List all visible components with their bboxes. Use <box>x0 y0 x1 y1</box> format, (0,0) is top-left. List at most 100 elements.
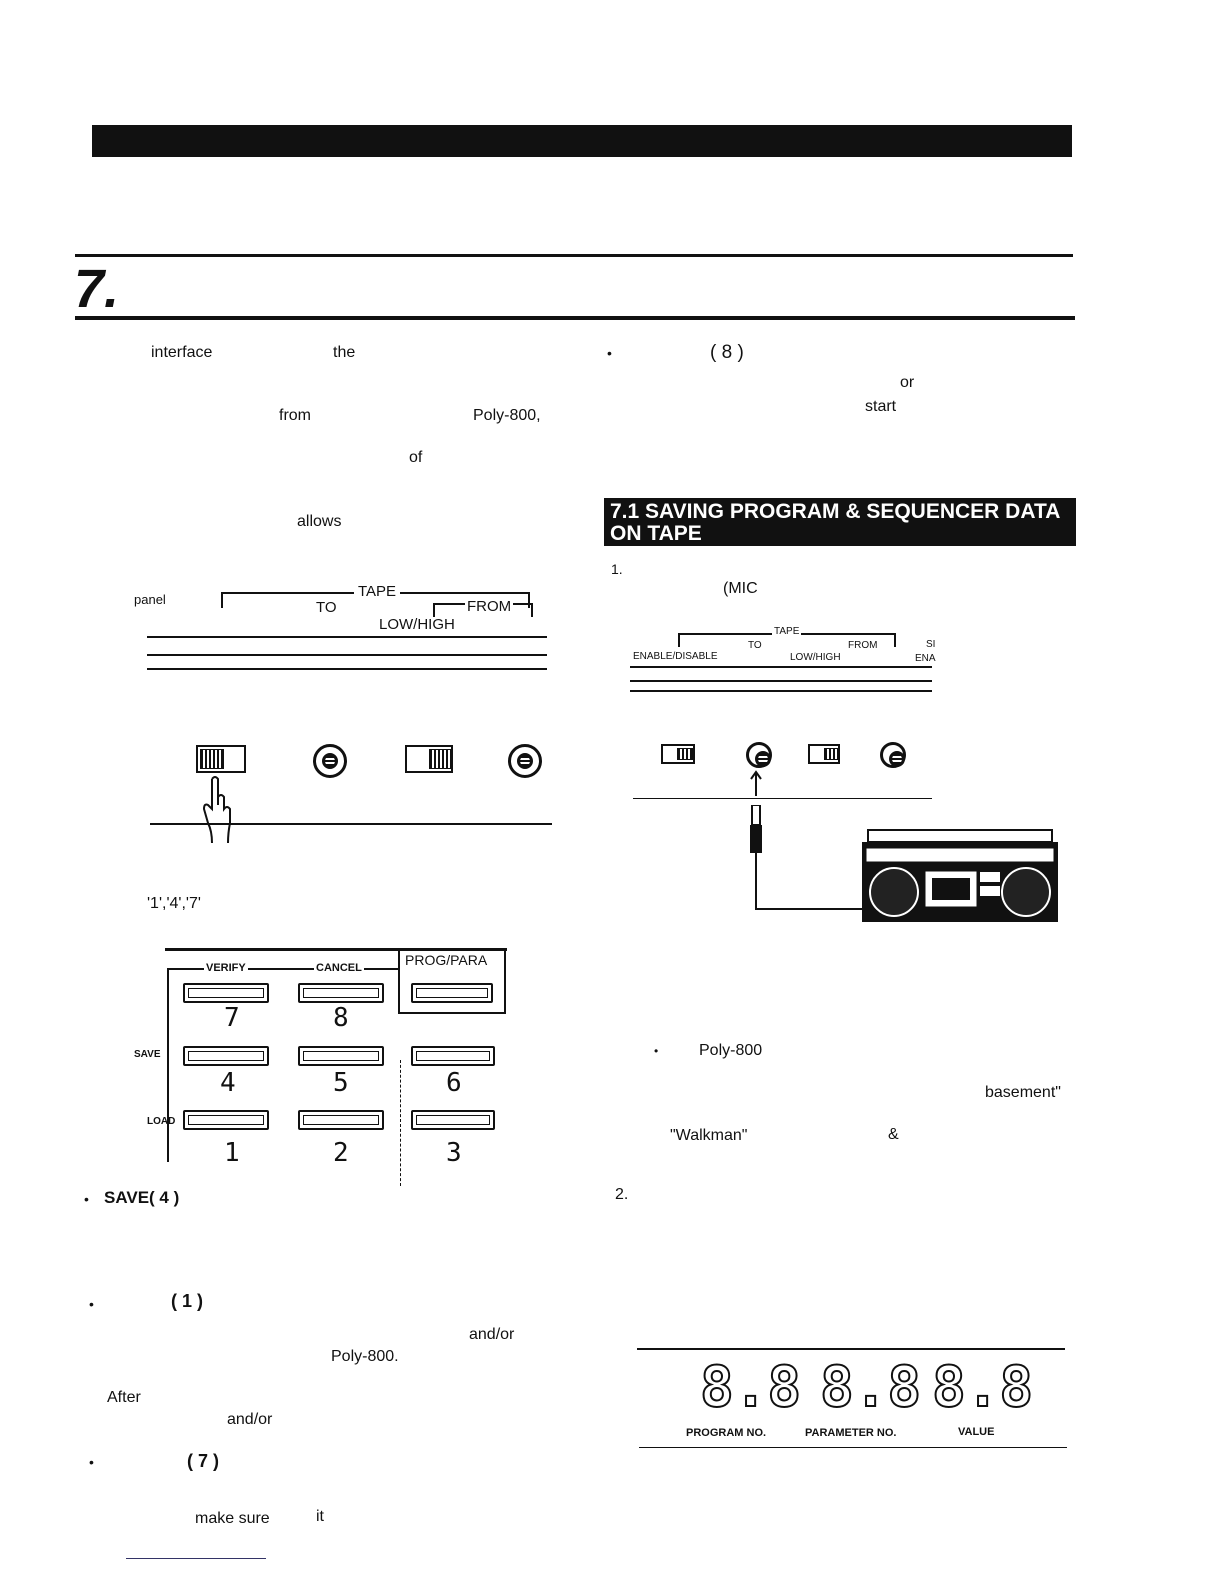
frag-it: it <box>316 1508 324 1525</box>
tape-enable-switch[interactable] <box>196 745 246 773</box>
panel-rule-3 <box>147 668 547 670</box>
verify-item: ( 7 ) <box>187 1451 220 1471</box>
save-bracket <box>167 980 169 1162</box>
ena-label: ENA <box>915 653 936 664</box>
enable-label: ENABLE/DISABLE <box>633 651 718 662</box>
section-rule-bottom <box>75 316 1075 320</box>
frag-poly-right: Poly-800 <box>699 1042 763 1059</box>
prog-para-box <box>398 948 506 1014</box>
from-label: FROM <box>465 598 514 615</box>
pointing-hand-icon <box>202 776 231 844</box>
cable-plug-icon <box>750 805 868 910</box>
frag-of: of <box>409 449 423 466</box>
key-6[interactable] <box>411 1046 495 1066</box>
key-5[interactable] <box>298 1046 384 1066</box>
key-2[interactable] <box>298 1110 384 1130</box>
frag-the: the <box>333 344 356 361</box>
section-rule-top <box>75 254 1073 257</box>
frag-start: start <box>865 398 897 415</box>
tape-to-jack[interactable] <box>313 744 347 778</box>
key-8[interactable] <box>298 983 384 1003</box>
tape-level-switch[interactable] <box>405 745 453 773</box>
frag-from: from <box>279 407 311 424</box>
frag-walkman: "Walkman" <box>670 1127 748 1144</box>
load-item: ( 1 ) <box>171 1291 204 1311</box>
cancel-bullet: • <box>607 345 612 361</box>
cassette-recorder-icon <box>862 829 1058 922</box>
panel-rule-2 <box>147 654 547 656</box>
frag-andor2: and/or <box>227 1411 273 1428</box>
step-2: 2. <box>615 1186 629 1203</box>
step-1: 1. <box>611 561 623 577</box>
tape-from-jack[interactable] <box>508 744 542 778</box>
frag-allows: allows <box>297 513 342 530</box>
key-3-legend: 3 <box>446 1138 462 1168</box>
poly-bullet: • <box>654 1044 659 1058</box>
tape-label-right: TAPE <box>772 626 802 637</box>
frag-after: After <box>107 1389 141 1406</box>
key-4-legend: 4 <box>220 1068 236 1098</box>
verify-label: VERIFY <box>204 962 248 974</box>
prog-para-button[interactable] <box>411 983 493 1003</box>
frag-mic: (MIC <box>723 580 758 597</box>
key-5-legend: 5 <box>333 1068 349 1098</box>
footer-rule <box>126 1558 266 1559</box>
key-3[interactable] <box>411 1110 495 1130</box>
frag-andor1: and/or <box>469 1326 515 1343</box>
tape-from-jack-right[interactable] <box>880 742 906 768</box>
save-label: SAVE <box>134 1049 161 1060</box>
key-6-legend: 6 <box>446 1068 462 1098</box>
from-label-right: FROM <box>846 640 880 651</box>
arrow-up-icon <box>750 770 762 796</box>
frag-interface: interface <box>151 344 213 361</box>
verify-cancel-bracket <box>167 968 399 982</box>
frag-basement: basement" <box>985 1084 1061 1101</box>
parameter-no-digits: 8.8 <box>819 1355 922 1420</box>
save-item: SAVE( 4 ) <box>104 1188 180 1207</box>
to-label-right: TO <box>748 640 762 651</box>
key-1-legend: 1 <box>224 1138 240 1168</box>
key-7-legend: 7 <box>224 1003 240 1033</box>
key-1[interactable] <box>183 1110 269 1130</box>
frag-poly: Poly-800, <box>473 407 541 424</box>
right-panel-rule-1 <box>630 666 932 668</box>
right-panel-rule-3 <box>630 690 932 692</box>
lowhigh-label-right: LOW/HIGH <box>790 652 841 663</box>
right-panel-base <box>633 798 932 799</box>
tape-level-switch-right[interactable] <box>808 744 840 764</box>
key-2-legend: 2 <box>333 1138 349 1168</box>
right-panel-rule-2 <box>630 680 932 682</box>
to-label: TO <box>316 599 337 616</box>
load-label: LOAD <box>147 1116 176 1127</box>
save-bullet: • <box>84 1191 89 1207</box>
frag-poly2: Poly-800. <box>331 1348 399 1365</box>
key-list: '1','4','7' <box>147 895 201 912</box>
program-no-digits: 8.8 <box>699 1355 802 1420</box>
key-4[interactable] <box>183 1046 269 1066</box>
display-bottom-rule <box>639 1447 1067 1448</box>
lowhigh-label: LOW/HIGH <box>379 616 455 633</box>
keypad-top-rule <box>165 948 507 951</box>
header-bar <box>92 125 1072 157</box>
tape-enable-switch-right[interactable] <box>661 744 695 764</box>
keypad-divider <box>400 1060 401 1186</box>
frag-makesure: make sure <box>195 1510 270 1527</box>
cancel-label: CANCEL <box>314 962 364 974</box>
tape-to-jack-right[interactable] <box>746 742 772 768</box>
program-no-label: PROGRAM NO. <box>686 1427 767 1439</box>
display-top-rule <box>637 1348 1065 1350</box>
key-7[interactable] <box>183 983 269 1003</box>
load-bullet: • <box>89 1296 94 1312</box>
frag-amp: & <box>888 1126 899 1143</box>
si-label: SI <box>926 639 936 650</box>
value-digits: 8.8 <box>931 1355 1034 1420</box>
subsection-heading: 7.1 SAVING PROGRAM & SEQUENCER DATA ON T… <box>604 498 1076 546</box>
verify-bullet: • <box>89 1454 94 1470</box>
parameter-no-label: PARAMETER NO. <box>805 1427 897 1439</box>
prog-para-label: PROG/PARA <box>405 952 488 968</box>
cancel-item: ( 8 ) <box>710 342 744 363</box>
value-label: VALUE <box>958 1426 995 1438</box>
section-number: 7. <box>74 259 120 319</box>
frag-or: or <box>900 374 915 391</box>
key-8-legend: 8 <box>333 1003 349 1033</box>
